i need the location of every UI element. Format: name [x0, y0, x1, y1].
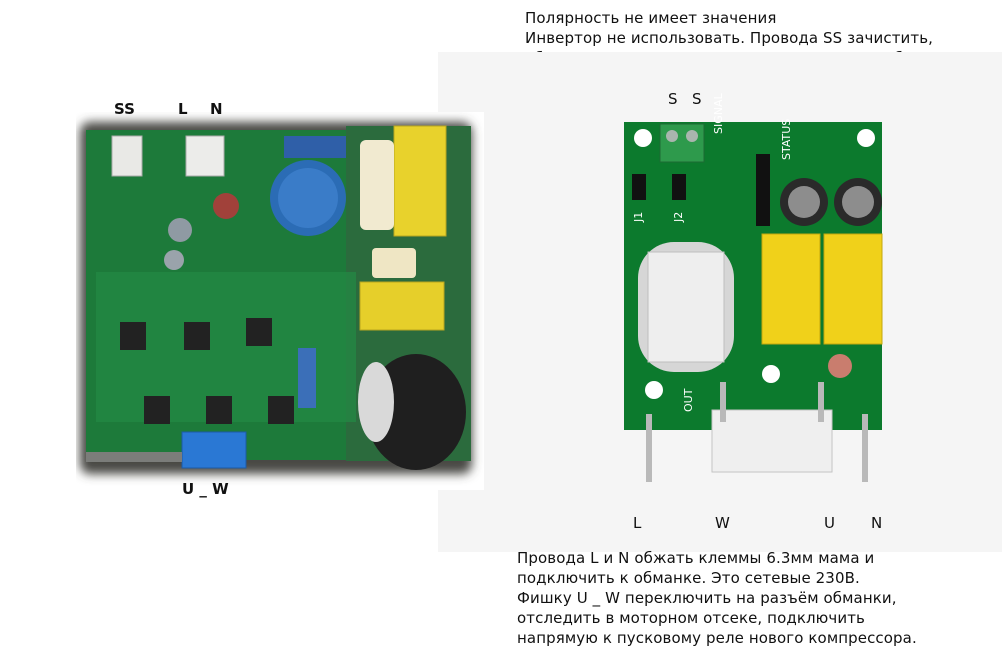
wiring-note: Провода L и N обжать клеммы 6.3мм мама и… — [517, 548, 917, 648]
silk-j1: J1 — [632, 211, 645, 222]
label-u-w: U _ W — [182, 480, 229, 498]
label-s-2: S — [692, 90, 702, 108]
note-line: Инвертор не использовать. Провода SS зач… — [525, 29, 934, 47]
note-line: подключить к обманке. Это сетевые 230В. — [517, 569, 860, 587]
pin-label-l: L — [633, 514, 642, 532]
label-ss: SS — [114, 100, 135, 118]
label-l: L — [178, 100, 188, 118]
pin-label-u: U — [824, 514, 835, 532]
inverter-board-photo — [76, 112, 484, 490]
note-line: Фишку U _ W переключить на разъём обманк… — [517, 589, 897, 607]
note-line: Провода L и N обжать клеммы 6.3мм мама и — [517, 549, 875, 567]
silk-status: STATUS — [780, 118, 793, 160]
note-line: Полярность не имеет значения — [525, 9, 777, 27]
replacement-board-area — [438, 52, 1002, 552]
replacement-board-image — [624, 122, 883, 482]
silk-out: OUT — [682, 388, 695, 412]
label-s-1: S — [668, 90, 678, 108]
inverter-board-image — [80, 122, 472, 474]
silk-j2: J2 — [672, 211, 685, 222]
note-line: напрямую к пусковому реле нового компрес… — [517, 629, 917, 647]
label-n: N — [210, 100, 223, 118]
silk-signal: SIGNAL — [712, 93, 725, 134]
pin-label-n: N — [871, 514, 883, 532]
note-line: отследить в моторном отсеке, подключить — [517, 609, 865, 627]
pin-label-w: W — [715, 514, 730, 532]
